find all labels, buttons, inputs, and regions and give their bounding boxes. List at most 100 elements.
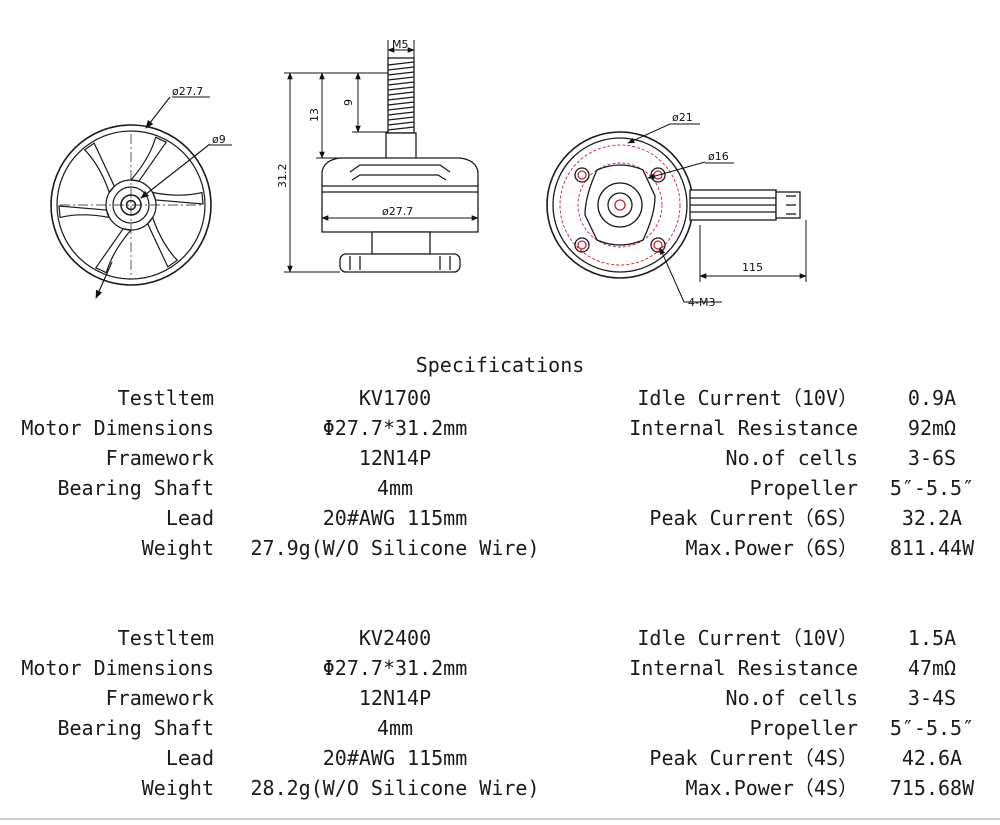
bell-spoke: [151, 191, 204, 205]
spec-label: No.of cells: [725, 446, 858, 470]
front-outer-dia-label: ø27.7: [172, 85, 203, 98]
bell-spoke: [58, 205, 111, 219]
spec-value: 715.68W: [889, 776, 975, 800]
bell-dia-label: ø27.7: [382, 205, 413, 218]
bell-spoke: [94, 228, 133, 274]
thread-line: [387, 66, 415, 71]
spec-value: KV1700: [358, 386, 432, 410]
spec-row: Testltem KV2400 Idle Current（10V） 1.5A: [0, 623, 1000, 653]
specifications-title: Specifications: [415, 353, 585, 377]
mount-inner-dia-label: ø16: [708, 150, 729, 163]
spec-label: Max.Power（6S）: [685, 536, 858, 560]
spec-label: Peak Current（6S）: [649, 506, 858, 530]
spec-value: 20#AWG 115mm: [322, 746, 468, 770]
thread-line: [387, 116, 415, 121]
thread-line: [387, 86, 415, 91]
spec-value: 47mΩ: [907, 656, 957, 680]
motor-dimension-drawing: ø27.7 ø9: [50, 38, 807, 309]
spec-label: Idle Current（10V）: [637, 626, 858, 650]
thread-line: [387, 111, 415, 116]
thread-line: [387, 106, 415, 111]
side-view: [321, 57, 479, 273]
spec-row: Framework 12N14P No.of cells 3-4S: [0, 683, 1000, 713]
spec-label: Idle Current（10V）: [637, 386, 858, 410]
spec-label: No.of cells: [725, 686, 858, 710]
spec-row: Motor Dimensions Φ27.7*31.2mm Internal Res…: [0, 653, 1000, 683]
spec-label: Internal Resistance: [629, 656, 858, 680]
spec-value: 3-4S: [907, 686, 957, 710]
spec-value: 1.5A: [907, 626, 957, 650]
spec-label: Internal Resistance: [629, 416, 858, 440]
front-view: [50, 96, 212, 299]
bell-spoke: [83, 142, 116, 194]
shaft-height-label: 13: [308, 108, 321, 122]
spec-table-kv1700: Testltem KV1700 Idle Current（10V） 0.9A Motor…: [0, 383, 1000, 563]
spec-label: Bearing Shaft: [57, 716, 214, 740]
bell-spokes: [58, 136, 204, 274]
spec-value: 27.9g(W/O Silicone Wire): [250, 536, 540, 560]
spec-value: 42.6A: [901, 746, 963, 770]
spec-value: 20#AWG 115mm: [322, 506, 468, 530]
bottom-divider: [0, 818, 1000, 820]
spec-label: Lead: [165, 506, 214, 530]
spec-row: Weight 28.2g(W/O Silicone Wire) Max.Power（…: [0, 773, 1000, 803]
spec-row: Framework 12N14P No.of cells 3-6S: [0, 443, 1000, 473]
front-center-dia-label: ø9: [212, 133, 226, 146]
mount-hole: [577, 170, 587, 180]
mount-outer-dia-label: ø21: [672, 111, 693, 124]
thread-line: [387, 126, 415, 131]
bell-spoke: [129, 136, 168, 182]
spec-label: Framework: [105, 686, 214, 710]
lead-length-label: 115: [742, 261, 763, 274]
spec-table-kv2400: Testltem KV2400 Idle Current（10V） 1.5A Motor…: [0, 623, 1000, 803]
spec-row: Testltem KV1700 Idle Current（10V） 0.9A: [0, 383, 1000, 413]
spec-label: Testltem: [117, 626, 214, 650]
shaft-thread-label: M5: [392, 38, 409, 51]
spec-value: 92mΩ: [907, 416, 957, 440]
bell-spoke: [146, 216, 179, 268]
spec-label: Framework: [105, 446, 214, 470]
spec-label: Max.Power（4S）: [685, 776, 858, 800]
spec-label: Propeller: [749, 476, 858, 500]
mount-hole: [574, 167, 590, 183]
mount-hole: [577, 240, 587, 250]
spec-row: Lead 20#AWG 115mm Peak Current（6S） 32.2A: [0, 503, 1000, 533]
thread-line: [387, 71, 415, 76]
mount-hole: [574, 237, 590, 253]
spec-value: 32.2A: [901, 506, 963, 530]
spec-value: 12N14P: [358, 686, 432, 710]
thread-length-label: 9: [342, 99, 355, 106]
thread-line: [387, 121, 415, 126]
spec-label: Motor Dimensions: [21, 656, 214, 680]
thread-line: [387, 101, 415, 106]
spec-label: Weight: [141, 536, 214, 560]
thread-line: [387, 91, 415, 96]
spec-value: 5″-5.5″: [889, 476, 975, 500]
spec-label: Propeller: [749, 716, 858, 740]
total-height-label: 31.2: [276, 164, 289, 189]
spec-label: Testltem: [117, 386, 214, 410]
bottom-view: [546, 131, 801, 279]
spec-label: Lead: [165, 746, 214, 770]
thread-line: [387, 61, 415, 66]
spec-value: Φ27.7*31.2mm: [322, 416, 468, 440]
spec-row: Weight 27.9g(W/O Silicone Wire) Max.Power（…: [0, 533, 1000, 563]
spec-value: KV2400: [358, 626, 432, 650]
spec-value: 5″-5.5″: [889, 716, 975, 740]
spec-value: 28.2g(W/O Silicone Wire): [250, 776, 540, 800]
thread-line: [387, 96, 415, 101]
spec-value: 12N14P: [358, 446, 432, 470]
spec-value: 811.44W: [889, 536, 975, 560]
spec-value: 3-6S: [907, 446, 957, 470]
spec-value: Φ27.7*31.2mm: [322, 656, 468, 680]
mount-hole: [650, 237, 666, 253]
spec-value: 0.9A: [907, 386, 957, 410]
spec-label: Bearing Shaft: [57, 476, 214, 500]
spec-label: Weight: [141, 776, 214, 800]
thread-line: [387, 76, 415, 81]
thread-line: [387, 81, 415, 86]
